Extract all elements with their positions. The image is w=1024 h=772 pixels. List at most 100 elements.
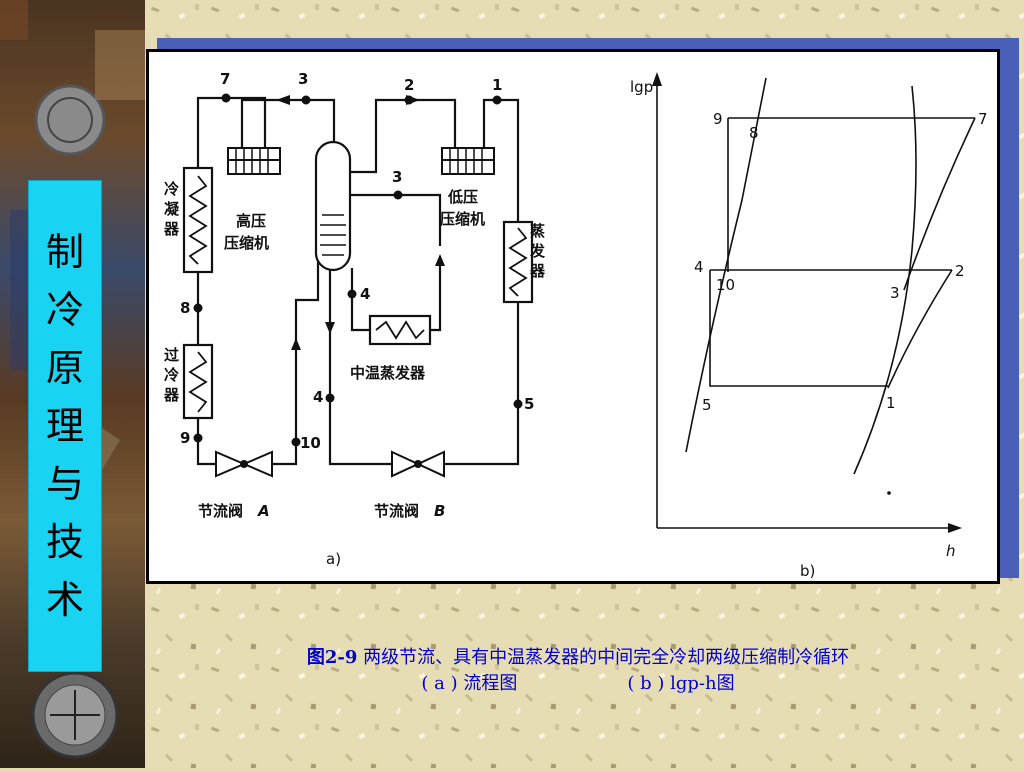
v-subcooler-char: 冷 — [164, 366, 179, 384]
title-char: 技 — [45, 520, 84, 564]
label-high-compressor-1: 高压 — [236, 212, 266, 230]
pipe-5 — [444, 302, 520, 466]
label-8: 8 — [180, 299, 190, 317]
v-condenser-char: 凝 — [164, 200, 180, 218]
condenser-coil-icon — [182, 166, 214, 274]
throttle-valve-b-icon — [391, 450, 445, 478]
pipe-10 — [272, 258, 320, 466]
node-4-left — [325, 393, 335, 403]
label-5: 5 — [524, 395, 534, 413]
flow-diagram-labels: 7 3 2 1 3 8 4 4 5 9 10 高压 压缩机 低压 压缩机 中温蒸… — [180, 70, 534, 568]
chart-label-5: 5 — [702, 396, 712, 414]
node-7 — [221, 93, 231, 103]
line-2-1 — [887, 269, 953, 389]
title-char: 理 — [45, 404, 84, 448]
chart-label-4: 4 — [694, 258, 704, 276]
label-3-top: 3 — [298, 70, 308, 88]
pipe-mid-return — [430, 262, 442, 332]
label-9: 9 — [180, 429, 190, 447]
flow-diagram-lines — [196, 96, 520, 466]
title-char: 原 — [45, 346, 84, 390]
pipe-3-top — [240, 98, 336, 148]
state-points — [193, 93, 523, 447]
label-valve-a: 节流阀 — [198, 502, 243, 520]
chart-label-8: 8 — [749, 124, 759, 142]
node-4-right — [347, 289, 357, 299]
figure-caption: 图2-9 两级节流、具有中温蒸发器的中间完全冷却两级压缩制冷循环 ( a ) 流… — [148, 645, 1008, 697]
node-3-top — [301, 95, 311, 105]
node-8 — [193, 303, 203, 313]
caption-part-b: ( b ) lgp-h图 — [627, 673, 735, 694]
title-char: 制 — [45, 230, 84, 274]
lgp-h-chart — [652, 72, 976, 533]
label-evaporator: 蒸发器 — [529, 222, 546, 280]
slide-title-vertical: 制 冷 原 理 与 技 术 — [28, 180, 102, 672]
v-condenser-char: 冷 — [164, 180, 179, 198]
arrow-icon — [325, 322, 335, 334]
v-evaporator-char: 器 — [529, 262, 546, 280]
label-valve-b: 节流阀 — [374, 502, 419, 520]
label-4-left: 4 — [313, 388, 323, 406]
line-7-3 — [903, 117, 976, 291]
label-2: 2 — [404, 76, 414, 94]
label-valve-b-letter: B — [434, 502, 445, 520]
label-condenser: 冷凝器 — [163, 180, 180, 238]
node-2 — [404, 95, 414, 105]
saturated-liquid-line — [685, 77, 767, 453]
saturated-vapor-line — [853, 85, 917, 475]
chart-label-7: 7 — [978, 110, 988, 128]
subcooler-coil-icon — [182, 343, 214, 420]
chart-label-1: 1 — [886, 394, 896, 412]
chart-label-2: 2 — [955, 262, 965, 280]
pipe-4-mid — [350, 268, 370, 332]
x-axis-label: h — [946, 542, 956, 560]
throttle-valve-a-icon — [215, 450, 273, 478]
caption-number: 图2-9 — [306, 647, 358, 668]
label-10: 10 — [300, 434, 321, 452]
figure-frame: 7 3 2 1 3 8 4 4 5 9 10 高压 压缩机 低压 压缩机 中温蒸… — [146, 49, 1000, 584]
title-char: 术 — [45, 578, 84, 622]
label-mid-evaporator: 中温蒸发器 — [350, 364, 426, 382]
flow-arrows — [276, 95, 445, 350]
arrow-icon — [291, 338, 301, 350]
low-pressure-compressor-icon — [441, 147, 495, 175]
pipe-9 — [196, 418, 216, 466]
label-low-compressor-1: 低压 — [447, 188, 478, 206]
decor-block — [0, 0, 28, 40]
y-axis-arrow-icon — [652, 72, 662, 86]
label-figure-b: b) — [800, 562, 815, 580]
caption-part-a: ( a ) 流程图 — [421, 673, 518, 694]
label-figure-a: a) — [326, 550, 341, 568]
caption-subline: ( a ) 流程图 ( b ) lgp-h图 — [148, 671, 1008, 697]
arrow-icon — [435, 254, 445, 266]
pipe-2 — [346, 98, 457, 174]
arrow-icon — [276, 95, 290, 105]
high-pressure-compressor-icon — [227, 147, 281, 175]
title-char: 与 — [45, 462, 84, 506]
mid-temp-evaporator-coil-icon — [368, 314, 432, 346]
chart-dot — [887, 491, 891, 495]
vertical-labels: 冷凝器 过冷器 蒸发器 — [163, 180, 546, 404]
figure-canvas: 7 3 2 1 3 8 4 4 5 9 10 高压 压缩机 低压 压缩机 中温蒸… — [163, 70, 988, 580]
caption-title: 两级节流、具有中温蒸发器的中间完全冷却两级压缩制冷循环 — [363, 647, 850, 668]
pipe-3-mid — [348, 193, 442, 246]
v-condenser-char: 器 — [163, 220, 180, 238]
chart-label-10: 10 — [716, 276, 735, 294]
label-valve-a-letter: A — [257, 502, 270, 520]
line-4-5-1 — [709, 270, 888, 387]
x-axis-arrow-icon — [948, 523, 962, 533]
coin-inner-ring — [47, 97, 93, 143]
decor-stripe — [10, 210, 30, 370]
chart-label-9: 9 — [713, 110, 723, 128]
label-4-right: 4 — [360, 285, 370, 303]
intermediate-cooler-icon — [314, 140, 352, 272]
label-high-compressor-2: 压缩机 — [224, 234, 269, 252]
node-5 — [513, 399, 523, 409]
chart-label-3: 3 — [890, 284, 900, 302]
evaporator-coil-icon — [502, 220, 534, 304]
pipe-7 — [196, 96, 267, 168]
decor-block — [95, 30, 145, 100]
v-evaporator-char: 蒸 — [530, 222, 545, 240]
v-subcooler-char: 器 — [163, 386, 180, 404]
v-evaporator-char: 发 — [529, 242, 546, 260]
